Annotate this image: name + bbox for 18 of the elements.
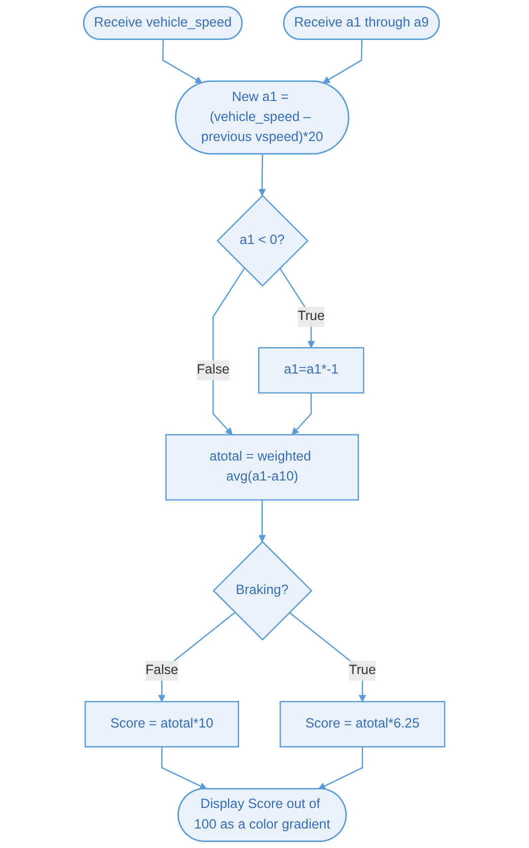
arrow [162,40,203,84]
edge-label: False [197,362,230,378]
edge-label: False [146,663,179,678]
node-box: Score = atotal*10 [84,701,240,748]
edge-label: True [349,663,376,678]
node-box: atotal = weighted avg(a1-a10) [166,434,360,501]
arrow [258,154,266,196]
arrow [323,40,363,84]
arrow [318,746,364,790]
node-diamond: Braking? [213,540,313,641]
edge-label: True [298,309,326,324]
node-box: Score = atotal*6.25 [280,701,446,748]
node-box: a1=a1*-1 [258,347,365,394]
arrow [292,392,312,436]
arrow [162,746,208,790]
node-diamond: a1 < 0? [216,194,309,287]
arrow [258,500,266,542]
arrow [212,268,246,436]
